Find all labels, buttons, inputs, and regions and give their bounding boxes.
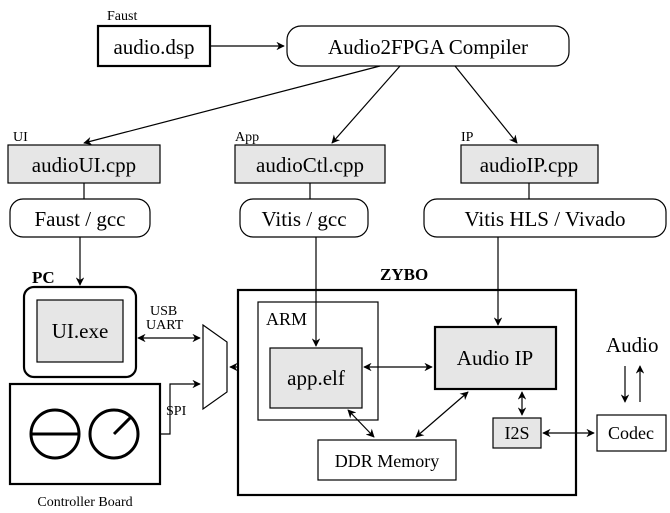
arrow-controller-mux: [160, 379, 201, 435]
arrow-compiler-to-app: [331, 65, 401, 144]
faust-tag: Faust: [107, 9, 137, 24]
vitis-gcc-box: [239, 198, 369, 238]
ui-exe-label: UI.exe: [52, 319, 109, 343]
audio-ip-box: [433, 325, 558, 391]
vitis-gcc-label: Vitis / gcc: [261, 207, 346, 231]
ui-tag: UI: [13, 130, 28, 145]
knob-right: [88, 408, 140, 460]
vitis-hls-vivado-box: [423, 198, 667, 238]
arrow-compiler-to-ui: [83, 65, 381, 146]
mux: [202, 323, 228, 411]
ddr-memory-label: DDR Memory: [335, 451, 440, 471]
arrow-audio-ip-ddr: [415, 391, 469, 438]
zybo-tag: ZYBO: [380, 265, 428, 284]
uart-label: UART: [146, 318, 184, 333]
app-tag: App: [235, 130, 259, 145]
audio-ui-cpp-label: audioUI.cpp: [32, 153, 136, 177]
audio-ip-label: Audio IP: [457, 346, 533, 370]
audio-ip-cpp-label: audioIP.cpp: [480, 153, 579, 177]
audio-ctl-cpp-label: audioCtl.cpp: [256, 153, 364, 177]
app-elf-label: app.elf: [287, 366, 345, 390]
pc-tag: PC: [32, 268, 55, 287]
audio-dsp-label: audio.dsp: [113, 35, 194, 59]
ui-exe-box: [36, 299, 124, 363]
ddr-memory-box: [317, 439, 457, 481]
audio-dsp-box: [96, 24, 212, 68]
vitis-hls-vivado-label: Vitis HLS / Vivado: [464, 207, 625, 231]
arrow-app-elf-ddr: [347, 409, 375, 438]
ip-tag: IP: [461, 130, 474, 145]
codec-box: [596, 414, 667, 452]
audio-ctl-cpp-box: [234, 144, 386, 184]
usb-label: USB: [150, 304, 177, 319]
faust-gcc-label: Faust / gcc: [35, 207, 126, 231]
spi-label: SPI: [166, 404, 187, 419]
arrow-compiler-to-ip: [454, 65, 518, 144]
audio-label: Audio: [606, 333, 659, 357]
i2s-box: [492, 417, 542, 449]
compiler-label: Audio2FPGA Compiler: [328, 35, 528, 59]
arm-tag: ARM: [266, 309, 307, 329]
controller-board-label: Controller Board: [37, 495, 132, 510]
compiler-box: [286, 25, 570, 67]
codec-label: Codec: [608, 423, 654, 443]
knob-right-indicator: [112, 415, 133, 436]
i2s-label: I2S: [504, 423, 529, 443]
audio-ip-cpp-box: [460, 144, 599, 184]
app-elf-box: [269, 347, 363, 409]
